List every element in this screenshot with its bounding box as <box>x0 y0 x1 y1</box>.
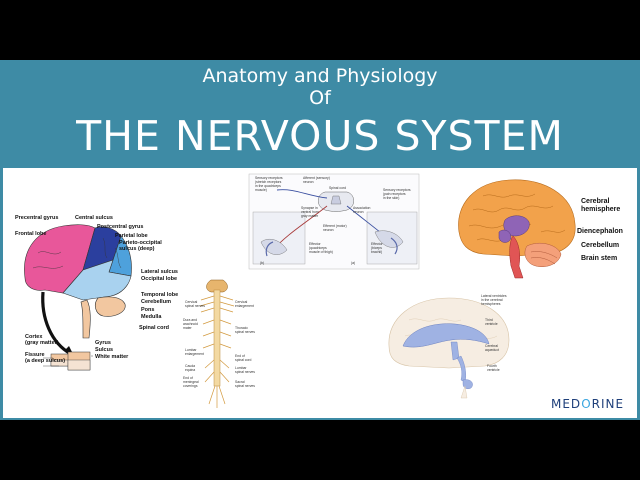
reflex-arc-illustration <box>248 173 420 270</box>
label-cerebral-hemisphere-2: hemisphere <box>581 206 621 213</box>
medorine-logo: MEDORINE <box>551 397 624 411</box>
label-parietal-lobe: Parietal lobe <box>115 233 148 239</box>
label-afferent-neuron: Afferent (sensory) neuron <box>303 176 330 184</box>
spinal-cord-illustration <box>199 279 235 408</box>
label-effector-biceps: Effector (biceps brachii) <box>371 242 383 254</box>
label-lumbar-spinal-nerves: Lumbar spinal nerves <box>235 366 255 374</box>
label-parieto-occipital-1: Parieto-occipital <box>119 240 162 246</box>
illustration-panel: Precentral gyrus Central sulcus Postcent… <box>3 168 637 418</box>
label-parieto-occipital-2: sulcus (deep) <box>119 246 155 252</box>
brain-lobes-illustration <box>24 224 132 371</box>
label-sensory-receptors: Sensory receptors (stretch receptors in … <box>255 176 283 192</box>
label-cauda-equina: Cauda equina <box>185 364 196 372</box>
ventricles-illustration <box>388 297 510 399</box>
logo-text-med: MED <box>551 397 582 411</box>
label-spinal-cord-reflex: Spinal cord <box>329 186 346 190</box>
label-cervical-enlargement: Cervical enlargement <box>235 300 254 308</box>
label-gyrus: Gyrus <box>95 340 111 346</box>
subtitle-line-2: Of <box>309 87 331 109</box>
label-lateral-ventricles: Lateral ventricles in the cerebral hemis… <box>481 294 507 306</box>
label-frontal-lobe: Frontal lobe <box>15 231 47 237</box>
label-lateral-sulcus: Lateral sulcus <box>141 269 178 275</box>
label-postcentral-gyrus: Postcentral gyrus <box>97 224 144 230</box>
label-thoracic-spinal-nerves: Thoracic spinal nerves <box>235 326 255 334</box>
label-sulcus: Sulcus <box>95 347 114 353</box>
label-panel-b: (b) <box>260 261 265 265</box>
label-cerebral-aqueduct: Cerebral aqueduct <box>485 344 499 352</box>
label-spinal-cord: Spinal cord <box>139 325 169 331</box>
label-association-neuron: Association neuron <box>353 206 371 214</box>
label-lumbar-enlargement: Lumbar enlargement <box>185 348 204 356</box>
label-pain-receptors: Sensory receptors (pain receptors in the… <box>383 188 411 200</box>
label-synapse: Synapse in ventral horn gray matter <box>301 206 319 218</box>
label-end-of-spinal-cord: End of spinal cord <box>235 354 252 362</box>
label-cerebellum: Cerebellum <box>141 299 171 305</box>
label-temporal-lobe: Temporal lobe <box>141 292 179 298</box>
label-cortex-1: Cortex <box>25 334 43 340</box>
label-dura-arachnoid: Dura and arachnoid mater <box>183 318 198 330</box>
label-end-of-meningeal: End of meningeal coverings <box>183 376 199 388</box>
logo-text-o: O <box>581 397 592 411</box>
label-efferent-neuron: Efferent (motor) neuron <box>323 224 347 232</box>
label-precentral-gyrus: Precentral gyrus <box>15 215 59 221</box>
label-cerebral-hemisphere-1: Cerebral <box>581 198 610 205</box>
label-white-matter: White matter <box>95 354 129 360</box>
label-cortex-2: (gray matter) <box>25 340 59 346</box>
label-brain-stem: Brain stem <box>581 255 618 262</box>
label-occipital-lobe: Occipital lobe <box>141 276 178 282</box>
brain-regions-illustration <box>458 179 576 279</box>
label-sacral-spinal-nerves: Sacral spinal nerves <box>235 380 255 388</box>
label-fourth-ventricle: Fourth ventricle <box>487 364 500 372</box>
label-diencephalon: Diencephalon <box>577 228 623 235</box>
label-cervical-spinal-nerves: Cervical spinal nerves <box>185 300 205 308</box>
label-third-ventricle: Third ventricle <box>485 318 498 326</box>
label-effector-quadriceps: Effector (quadriceps muscle of thigh) <box>309 242 333 254</box>
logo-text-rine: RINE <box>591 397 625 411</box>
subtitle-line-1: Anatomy and Physiology <box>202 65 438 87</box>
label-panel-a: (a) <box>351 261 356 265</box>
label-pons: Pons <box>141 307 155 313</box>
label-fissure-1: Fissure <box>25 352 45 358</box>
label-central-sulcus: Central sulcus <box>75 215 113 221</box>
label-cerebellum-region: Cerebellum <box>581 242 620 249</box>
banner: Anatomy and Physiology Of THE NERVOUS SY… <box>0 60 640 420</box>
label-fissure-2: (a deep sulcus) <box>25 358 66 364</box>
page-title: THE NERVOUS SYSTEM <box>76 112 564 160</box>
label-medulla: Medulla <box>141 314 162 320</box>
